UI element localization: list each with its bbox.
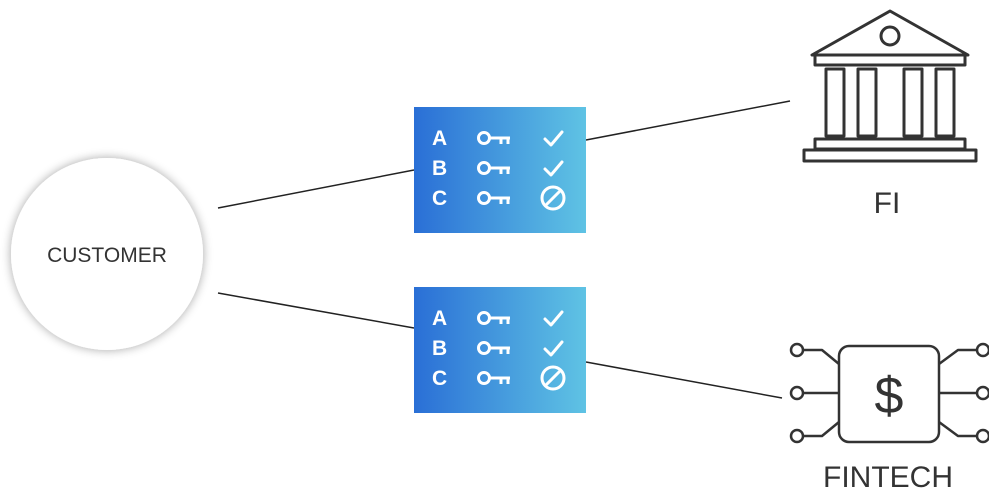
- fi-label: FI: [874, 187, 901, 220]
- connector-lines: [217, 100, 791, 399]
- customer-label: CUSTOMER: [47, 244, 167, 267]
- dollar-sign-icon: $: [875, 367, 904, 425]
- line-card-2-to-fintech: [585, 361, 783, 399]
- line-customer-to-card-1: [217, 169, 415, 209]
- permission-letter: A: [432, 307, 447, 330]
- customer-circle: [11, 158, 203, 350]
- line-customer-to-card-2: [217, 292, 415, 329]
- permission-letter: A: [432, 127, 447, 150]
- bank-building-icon: [802, 9, 978, 163]
- permission-letter: C: [432, 187, 447, 210]
- permission-letter: C: [432, 367, 447, 390]
- permission-letter: B: [432, 337, 447, 360]
- consent-card-1: A B C: [414, 107, 586, 233]
- consent-card-2: A B C: [414, 287, 586, 413]
- permission-letter: B: [432, 157, 447, 180]
- fintech-label: FINTECH: [823, 461, 953, 494]
- dollar-chip-icon: [789, 342, 989, 444]
- line-card-1-to-fi: [585, 100, 791, 141]
- customer-node: CUSTOMER: [11, 158, 203, 350]
